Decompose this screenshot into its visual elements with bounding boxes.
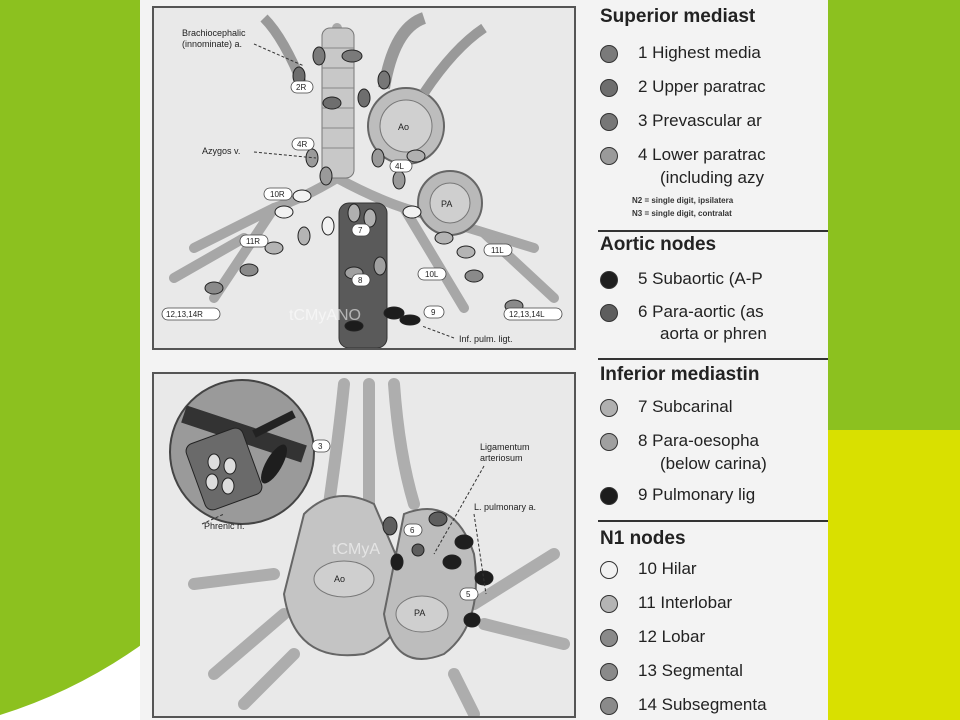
legend-item-label: 12 Lobar <box>638 627 706 646</box>
legend-item-label: 9 Pulmonary lig <box>638 485 756 504</box>
node-color-dot <box>600 79 618 97</box>
node-color-dot <box>600 147 618 165</box>
legend-divider <box>598 520 828 522</box>
watermark-top: tCMyANO <box>289 307 361 324</box>
legend-item-label: 3 Prevascular ar <box>638 111 762 130</box>
label-ligamentum: Ligamentum <box>480 442 530 452</box>
legend-item-6-continued: aorta or phren <box>660 324 767 343</box>
node-color-dot <box>600 629 618 647</box>
tag-5: 5 <box>466 590 471 599</box>
tag-9: 9 <box>431 308 436 317</box>
node-color-dot <box>600 113 618 131</box>
legend-item-label: 7 Subcarinal <box>638 397 733 416</box>
legend-title-superior: Superior mediast <box>600 6 756 27</box>
tag-7: 7 <box>358 226 363 235</box>
node-station-legend: Superior mediast 1 Highest media 2 Upper… <box>598 0 828 720</box>
node-color-dot <box>600 487 618 505</box>
label-azygos: Azygos v. <box>202 146 240 156</box>
legend-item-label: 11 Interlobar <box>638 593 733 612</box>
tag-3: 3 <box>318 442 323 451</box>
legend-item-label: 6 Para-aortic (as <box>638 302 764 321</box>
node-color-dot <box>600 697 618 715</box>
slide-page: Brachiocephalic (innominate) a. Azygos v… <box>140 0 828 720</box>
legend-item-label: 8 Para-oesopha <box>638 431 759 450</box>
legend-item-label: 13 Segmental <box>638 661 743 680</box>
background-white-swoosh <box>0 640 148 720</box>
node-color-dot <box>600 399 618 417</box>
node-color-dot <box>600 595 618 613</box>
background-left-green <box>0 0 148 720</box>
node-color-dot <box>600 433 618 451</box>
label-arteriosum: arteriosum <box>480 453 523 463</box>
legend-item-4-continued: (including azy <box>660 168 764 187</box>
legend-note-n3: N3 = single digit, contralat <box>632 209 732 218</box>
node-color-dot <box>600 271 618 289</box>
tag-12-13-14l: 12,13,14L <box>509 310 545 319</box>
label-phrenic: Phrenic n. <box>204 521 245 531</box>
tag-11r: 11R <box>246 237 260 246</box>
legend-title-n1: N1 nodes <box>600 528 686 549</box>
tag-4r: 4R <box>297 140 307 149</box>
label-ao-bottom: Ao <box>334 574 345 584</box>
tag-8: 8 <box>358 276 363 285</box>
tag-2r: 2R <box>296 83 306 92</box>
tag-11l: 11L <box>491 246 504 255</box>
node-color-dot <box>600 663 618 681</box>
label-brachiocephalic: Brachiocephalic <box>182 28 246 38</box>
label-l-pulmonary: L. pulmonary a. <box>474 502 536 512</box>
node-color-dot <box>600 304 618 322</box>
top-diagram-panel: Brachiocephalic (innominate) a. Azygos v… <box>152 6 576 350</box>
legend-item-label: 2 Upper paratrac <box>638 77 766 96</box>
tag-10r: 10R <box>270 190 285 199</box>
tag-6: 6 <box>410 526 415 535</box>
background-right-yellow <box>826 430 960 720</box>
legend-title-inferior: Inferior mediastin <box>600 364 760 385</box>
legend-note-n2: N2 = single digit, ipsilatera <box>632 196 734 205</box>
label-inf-pulm-ligt: Inf. pulm. ligt. <box>459 334 513 344</box>
legend-item-label: 14 Subsegmenta <box>638 695 767 714</box>
legend-item-8-continued: (below carina) <box>660 454 767 473</box>
mediastinal-nodes-diagram: Brachiocephalic (innominate) a. Azygos v… <box>161 12 563 348</box>
bottom-diagram-panel: Ligamentum arteriosum L. pulmonary a. Ph… <box>152 372 576 718</box>
tag-4l: 4L <box>395 162 404 171</box>
label-pa-top: PA <box>441 199 452 209</box>
legend-item-label: 4 Lower paratrac <box>638 145 766 164</box>
node-color-dot <box>600 45 618 63</box>
legend-title-aortic: Aortic nodes <box>600 234 717 255</box>
aortic-nodes-diagram: Ligamentum arteriosum L. pulmonary a. Ph… <box>169 378 570 716</box>
legend-item-label: 5 Subaortic (A-P <box>638 269 763 288</box>
tag-12-13-14r: 12,13,14R <box>166 310 203 319</box>
legend-item-label: 1 Highest media <box>638 43 761 62</box>
tag-10l: 10L <box>425 270 439 279</box>
legend-divider <box>598 358 828 360</box>
watermark-bottom: tCMyA <box>332 541 380 558</box>
label-ao-top: Ao <box>398 122 409 132</box>
node-color-dot <box>600 561 618 579</box>
label-innominate: (innominate) a. <box>182 39 242 49</box>
legend-item-label: 10 Hilar <box>638 559 697 578</box>
label-pa-bottom: PA <box>414 608 425 618</box>
legend-divider <box>598 230 828 232</box>
